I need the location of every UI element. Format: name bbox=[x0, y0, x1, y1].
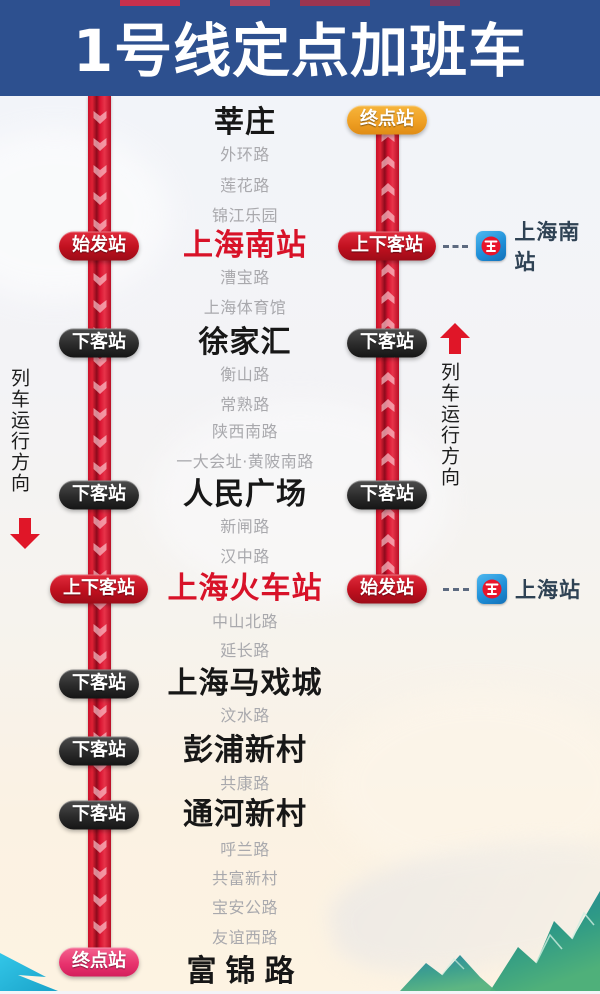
stop-badge-dark[interactable]: 下客站 bbox=[347, 328, 427, 358]
station-label-minor: 汶水路 bbox=[220, 706, 270, 725]
stop-badge-dark[interactable]: 下客站 bbox=[59, 669, 139, 699]
stop-badge-dark[interactable]: 下客站 bbox=[59, 800, 139, 830]
chevron-down-icon bbox=[93, 111, 106, 124]
chevron-down-icon bbox=[93, 408, 106, 421]
rail-transfer-row[interactable]: 上海站 bbox=[443, 574, 581, 604]
dashed-connector bbox=[443, 587, 469, 591]
station-label-major: 富锦路 bbox=[186, 954, 304, 989]
chevron-down-icon bbox=[93, 921, 106, 934]
stop-badge-pink[interactable]: 终点站 bbox=[59, 947, 139, 977]
station-label-minor: 呼兰路 bbox=[220, 840, 270, 859]
chevron-down-icon bbox=[93, 786, 106, 799]
station-label-minor: 衡山路 bbox=[220, 365, 270, 384]
station-label-minor: 友谊西路 bbox=[211, 928, 279, 947]
station-label-major: 徐家汇 bbox=[198, 325, 292, 360]
chevron-down-icon bbox=[93, 273, 106, 286]
chevron-up-icon bbox=[381, 507, 394, 520]
chevron-down-icon bbox=[93, 435, 106, 448]
station-label-minor: 陕西南路 bbox=[211, 422, 279, 441]
chevron-up-icon bbox=[381, 453, 394, 466]
chevron-down-icon bbox=[93, 462, 106, 475]
china-railway-icon bbox=[477, 574, 507, 604]
chevron-down-icon bbox=[93, 138, 106, 151]
chevron-up-icon bbox=[381, 426, 394, 439]
stop-badge-red[interactable]: 始发站 bbox=[347, 574, 427, 604]
station-label-minor: 延长路 bbox=[220, 641, 270, 660]
chevron-down-icon bbox=[93, 192, 106, 205]
background-cloud bbox=[0, 130, 170, 300]
station-label-major: 上海南站 bbox=[183, 228, 307, 263]
chevron-up-icon bbox=[381, 318, 394, 331]
page-title: 1号线定点加班车 bbox=[72, 17, 528, 85]
china-railway-icon bbox=[476, 231, 507, 261]
station-label-major: 彭浦新村 bbox=[183, 733, 307, 768]
station-label-minor: 一大会址·黄陂南路 bbox=[176, 452, 314, 471]
left-direction-label: 列车运行方向 bbox=[7, 368, 30, 494]
station-label-minor: 共富新村 bbox=[211, 869, 279, 888]
top-strip-segment bbox=[430, 0, 460, 6]
chevron-down-icon bbox=[93, 624, 106, 637]
chevron-down-icon bbox=[93, 300, 106, 313]
chevron-down-icon bbox=[93, 543, 106, 556]
chevron-down-icon bbox=[93, 705, 106, 718]
stop-badge-dark[interactable]: 下客站 bbox=[59, 328, 139, 358]
top-strip bbox=[0, 0, 600, 6]
station-label-major: 莘庄 bbox=[214, 105, 276, 140]
station-label-minor: 常熟路 bbox=[220, 395, 270, 414]
station-label-major: 通河新村 bbox=[183, 797, 307, 832]
station-label-major: 上海马戏城 bbox=[167, 666, 323, 701]
rail-transfer-name: 上海站 bbox=[515, 578, 581, 602]
chevron-down-icon bbox=[93, 867, 106, 880]
chevron-up-icon bbox=[381, 183, 394, 196]
station-label-major: 上海火车站 bbox=[167, 571, 323, 606]
top-strip-segment bbox=[120, 0, 180, 6]
chevron-up-icon bbox=[381, 561, 394, 574]
right-direction-label: 列车运行方向 bbox=[437, 362, 460, 488]
chevron-up-icon bbox=[381, 372, 394, 385]
station-label-minor: 宝安公路 bbox=[211, 898, 279, 917]
wave-decoration bbox=[0, 953, 58, 991]
station-label-minor: 汉中路 bbox=[220, 547, 270, 566]
stop-badge-dark[interactable]: 下客站 bbox=[59, 480, 139, 510]
chevron-down-icon bbox=[93, 381, 106, 394]
chevron-up-icon bbox=[381, 156, 394, 169]
stop-badge-dark[interactable]: 下客站 bbox=[347, 480, 427, 510]
station-label-minor: 上海体育馆 bbox=[203, 298, 287, 317]
chevron-up-icon bbox=[381, 210, 394, 223]
rail-transfer-name: 上海南站 bbox=[514, 220, 581, 274]
down-arrow-icon bbox=[10, 518, 40, 549]
header-banner: 1号线定点加班车 bbox=[0, 6, 600, 96]
station-label-minor: 共康路 bbox=[220, 774, 270, 793]
chevron-down-icon bbox=[93, 840, 106, 853]
top-strip-segment bbox=[300, 0, 370, 6]
chevron-up-icon bbox=[381, 264, 394, 277]
dashed-connector bbox=[443, 244, 469, 248]
station-label-minor: 外环路 bbox=[220, 145, 270, 164]
chevron-down-icon bbox=[93, 165, 106, 178]
stop-badge-red[interactable]: 上下客站 bbox=[50, 574, 148, 604]
station-label-major: 人民广场 bbox=[183, 477, 307, 512]
rail-transfer-row[interactable]: 上海南站 bbox=[443, 216, 600, 276]
chevron-down-icon bbox=[93, 516, 106, 529]
mountain-decoration bbox=[400, 891, 600, 991]
station-label-minor: 新闸路 bbox=[220, 517, 270, 536]
station-label-minor: 莲花路 bbox=[220, 176, 270, 195]
chevron-down-icon bbox=[93, 894, 106, 907]
chevron-up-icon bbox=[381, 399, 394, 412]
chevron-up-icon bbox=[381, 291, 394, 304]
stop-badge-dark[interactable]: 下客站 bbox=[59, 736, 139, 766]
station-label-minor: 中山北路 bbox=[211, 612, 279, 631]
chevron-up-icon bbox=[381, 534, 394, 547]
stop-badge-red[interactable]: 始发站 bbox=[59, 231, 139, 261]
station-label-minor: 锦江乐园 bbox=[211, 206, 279, 225]
stop-badge-orange[interactable]: 终点站 bbox=[347, 105, 427, 135]
top-strip-segment bbox=[230, 0, 270, 6]
chevron-down-icon bbox=[93, 651, 106, 664]
station-label-minor: 漕宝路 bbox=[220, 268, 270, 287]
stop-badge-red[interactable]: 上下客站 bbox=[338, 231, 436, 261]
chevron-down-icon bbox=[93, 219, 106, 232]
up-arrow-icon bbox=[440, 323, 470, 354]
